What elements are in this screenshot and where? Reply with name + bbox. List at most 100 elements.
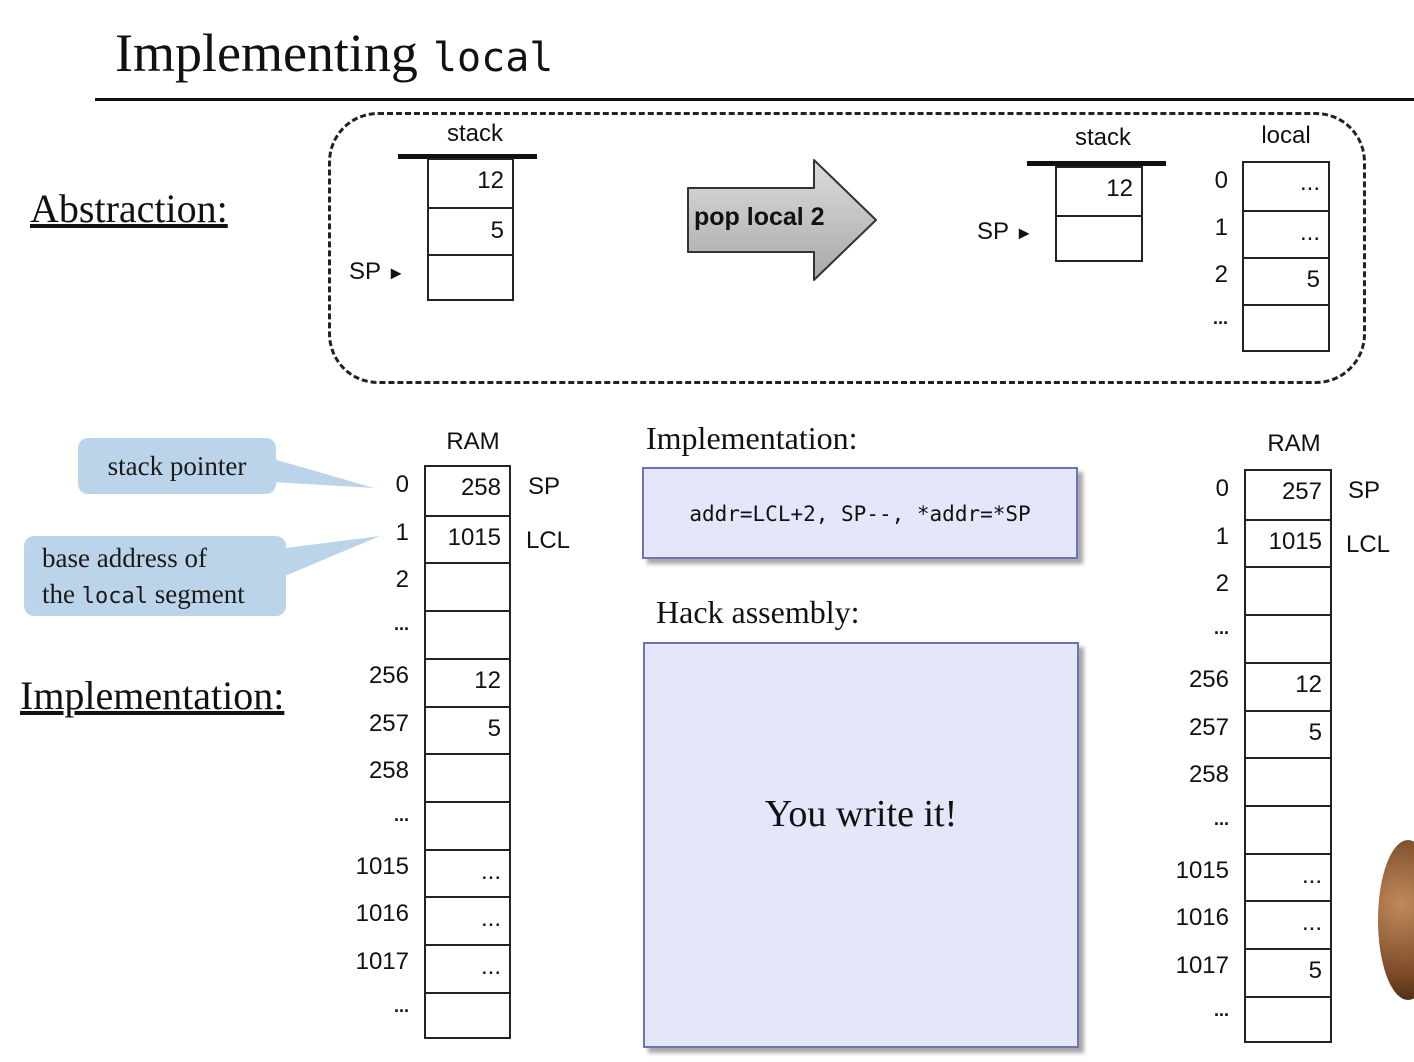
- callout-tails: [270, 458, 380, 578]
- title-divider: [95, 98, 1414, 101]
- ram-right-index: 2: [1215, 570, 1229, 598]
- pointer-arrow-icon: ►: [387, 263, 406, 283]
- right-sp-label: SP: [977, 218, 1009, 245]
- ram-left-index: 0: [395, 471, 409, 498]
- local-index: 2: [1214, 261, 1228, 288]
- ram-left-index: 258: [368, 757, 409, 785]
- ram-right-index: 258: [1188, 761, 1229, 789]
- ram-right-index: 1017: [1175, 952, 1229, 979]
- stack-pointer-callout: stack pointer: [78, 438, 276, 494]
- right-sp-pointer: SP ►: [977, 218, 1033, 246]
- ram-left-cell: 258: [460, 474, 501, 501]
- hack-assembly-text: You write it!: [764, 793, 958, 835]
- left-stack-top-bar: [398, 154, 537, 159]
- ram-right-cell: [1246, 995, 1330, 1044]
- left-stack-cell: 12: [477, 167, 504, 194]
- ram-left-cell: [426, 800, 509, 849]
- abstraction-label: Abstraction:: [30, 186, 228, 231]
- implementation-code: addr=LCL+2, SP--, *addr=*SP: [689, 502, 1031, 526]
- ram-left-cell: 12: [426, 657, 509, 706]
- ram-right-cell: ...: [1246, 900, 1330, 948]
- left-stack-header: stack: [446, 120, 503, 147]
- presenter-photo: [1378, 840, 1414, 1000]
- hack-assembly-box: You write it!: [643, 642, 1079, 1048]
- local-cell: [1244, 304, 1328, 351]
- callout-tail: [270, 536, 380, 578]
- ram-left-cell: [426, 753, 509, 801]
- ram-left-cell: 1015: [426, 514, 509, 563]
- ram-right-cell: [1246, 614, 1330, 662]
- local-index: 1: [1214, 214, 1228, 241]
- ram-right-index: 1015: [1175, 856, 1229, 884]
- ram-right-cell: ...: [1246, 852, 1330, 901]
- ram-left-index: 1015: [355, 852, 409, 880]
- ram-right-cell: 5: [1246, 948, 1330, 996]
- local-cell: ...: [1244, 210, 1328, 257]
- right-stack-cell: 12: [1106, 175, 1133, 202]
- local-cell: ...: [1299, 169, 1320, 196]
- ram-left-cell: [426, 562, 509, 610]
- ram-right-index: 0: [1215, 475, 1229, 502]
- implementation-box: addr=LCL+2, SP--, *addr=*SP: [642, 467, 1078, 559]
- ram-right-lcl-label: LCL: [1346, 531, 1391, 558]
- ram-left-index: 1: [395, 518, 409, 546]
- base-address-callout: base address of the local segment: [24, 536, 286, 616]
- ram-left-cell: ...: [426, 848, 509, 897]
- ram-left-index: 1016: [355, 900, 409, 928]
- stack-pointer-callout-text: stack pointer: [107, 451, 247, 481]
- abstraction-frame: [328, 112, 1366, 384]
- ram-left-index: ...: [393, 804, 409, 825]
- ram-right-index: ...: [1213, 808, 1229, 829]
- ram-right-cell: 5: [1246, 709, 1330, 758]
- hack-box-title: Hack assembly:: [656, 594, 860, 630]
- ram-right-cell: 257: [1281, 478, 1322, 505]
- ram-right-sp-label: SP: [1348, 477, 1381, 504]
- ram-left-cell: [426, 991, 509, 1040]
- base-address-line2: the local segment: [42, 576, 286, 615]
- ram-right-cell: [1246, 757, 1330, 805]
- local-index: 0: [1214, 167, 1228, 194]
- local-cell: 5: [1244, 257, 1328, 304]
- arrow-label: pop local 2: [694, 203, 825, 231]
- ram-left-index: ...: [393, 614, 409, 635]
- implementation-label: Implementation:: [20, 673, 285, 718]
- ram-left-cell: ...: [426, 896, 509, 944]
- ram-right-index: 257: [1188, 713, 1229, 741]
- local-index: ...: [1212, 308, 1228, 328]
- ram-left-index: 257: [368, 709, 409, 737]
- page-title: Implementing local: [115, 22, 553, 84]
- right-stack: 12: [1055, 166, 1143, 262]
- ram-left-index: 2: [395, 566, 409, 594]
- ram-left-index: 256: [368, 661, 409, 689]
- callout-tail: [270, 458, 374, 488]
- left-stack-cell: [429, 254, 512, 301]
- arrow-right-icon: [687, 159, 877, 281]
- right-stack-header: stack: [1074, 124, 1131, 151]
- ram-left-sp-label: SP: [528, 473, 561, 500]
- local-header: local: [1261, 122, 1311, 149]
- right-stack-top-bar: [1027, 161, 1166, 166]
- left-stack: 12 5: [427, 158, 514, 301]
- ram-right-index: 256: [1188, 665, 1229, 693]
- pointer-arrow-icon: ►: [1015, 223, 1034, 243]
- ram-left-header: RAM: [446, 428, 500, 455]
- ram-left-index: 1017: [355, 948, 409, 975]
- ram-right-index: 1016: [1175, 904, 1229, 932]
- base-address-pre: the: [42, 579, 82, 609]
- title-code: local: [432, 35, 554, 81]
- ram-right-index: ...: [1213, 618, 1229, 639]
- ram-right-index: ...: [1213, 999, 1229, 1020]
- ram-left-lcl-label: LCL: [526, 527, 571, 554]
- right-stack-cell: [1057, 215, 1141, 262]
- ram-left-index: ...: [393, 995, 409, 1016]
- ram-right-cell: [1246, 804, 1330, 853]
- left-sp-pointer: SP ►: [349, 258, 405, 286]
- left-stack-cell: 5: [429, 207, 512, 254]
- implementation-box-title: Implementation:: [646, 420, 858, 456]
- base-address-line1: base address of: [42, 543, 207, 573]
- ram-right-header: RAM: [1267, 430, 1321, 457]
- ram-right-index: 1: [1215, 522, 1229, 550]
- pop-arrow: [687, 159, 877, 281]
